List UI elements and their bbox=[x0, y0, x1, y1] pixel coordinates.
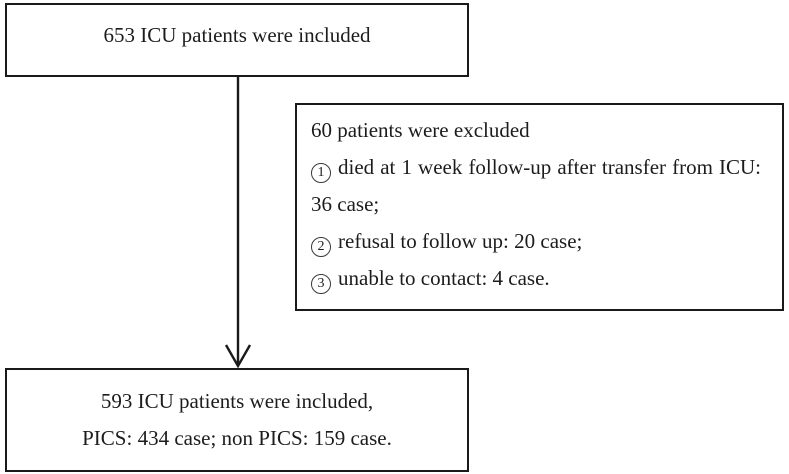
final-cohort-line1: 593 ICU patients were included, bbox=[100, 389, 374, 413]
exclusion-item-3-text: unable to contact: 4 case. bbox=[338, 266, 550, 290]
circled-number-3-icon: 3 bbox=[311, 274, 331, 294]
included-patients-text: 653 ICU patients were included bbox=[103, 23, 371, 47]
exclusion-item-2: 2 refusal to follow up: 20 case; bbox=[311, 223, 761, 260]
final-cohort-line2: PICS: 434 case; non PICS: 159 case. bbox=[82, 426, 392, 450]
included-patients-box: 653 ICU patients were included bbox=[5, 3, 469, 77]
final-cohort-box: 593 ICU patients were included, PICS: 43… bbox=[5, 368, 469, 472]
exclusion-item-3: 3 unable to contact: 4 case. bbox=[311, 260, 761, 297]
circled-number-2-icon: 2 bbox=[311, 237, 331, 257]
exclusion-item-2-text: refusal to follow up: 20 case; bbox=[338, 229, 583, 253]
circled-number-1-icon: 1 bbox=[311, 163, 331, 183]
exclusion-title: 60 patients were excluded bbox=[311, 118, 530, 142]
exclusion-item-1-text: died at 1 week follow-up after transfer … bbox=[311, 155, 761, 216]
